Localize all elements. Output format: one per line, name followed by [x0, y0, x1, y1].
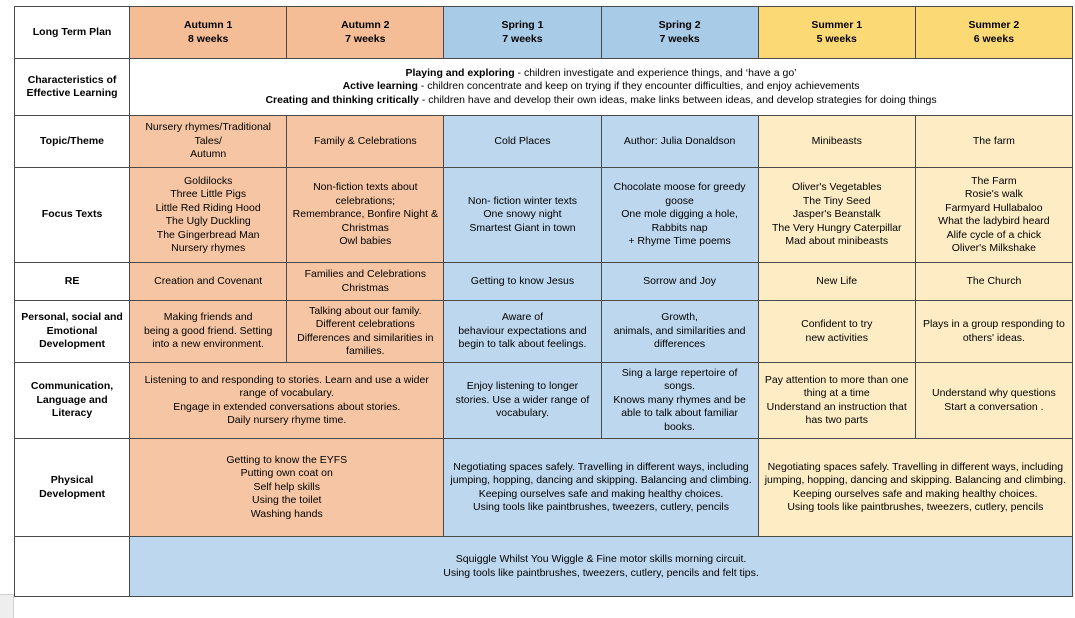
term-header-autumn-2: Autumn 2 7 weeks — [286, 6, 445, 59]
term-weeks: 8 weeks — [188, 32, 229, 45]
row-personal-social-emotional-development: Personal, social and Emotional Developme… — [13, 300, 1074, 363]
coel-line-2-rest: - children concentrate and keep on tryin… — [417, 80, 860, 93]
topic-spring-1: Cold Places — [443, 115, 602, 168]
row-topic-theme: Topic/Theme Nursery rhymes/Traditional T… — [13, 115, 1074, 168]
term-weeks: 5 weeks — [816, 32, 857, 45]
term-weeks: 7 weeks — [345, 32, 386, 45]
row-label-cll: Communication, Language and Literacy — [13, 362, 131, 439]
term-header-summer-2: Summer 2 6 weeks — [914, 6, 1074, 59]
coel-line-3-bold: Creating and thinking critically — [265, 93, 419, 106]
row-label-physical-development: Physical Development — [13, 438, 131, 537]
topic-autumn-2: Family & Celebrations — [286, 115, 445, 168]
psed-spring-2: Growth,animals, and similarities and dif… — [600, 300, 759, 363]
topic-autumn-1: Nursery rhymes/Traditional Tales/Autumn — [129, 115, 288, 168]
term-name: Spring 2 — [658, 19, 701, 31]
row-communication-language-literacy: Communication, Language and Literacy Lis… — [13, 362, 1074, 439]
cll-spring-1: Enjoy listening to longer stories. Use a… — [443, 362, 602, 439]
cll-spring-2: Sing a large repertoire of songs.Knows m… — [600, 362, 759, 439]
term-name: Spring 1 — [501, 19, 544, 31]
focus-texts-autumn-2: Non-fiction texts about celebrations;Rem… — [286, 167, 445, 263]
row-fine-motor: Squiggle Whilst You Wiggle & Fine motor … — [13, 536, 1073, 597]
row-label-psed: Personal, social and Emotional Developme… — [13, 300, 131, 363]
re-spring-1: Getting to know Jesus — [443, 262, 602, 301]
re-autumn-2: Families and Celebrations Christmas — [286, 262, 445, 301]
term-name: Summer 2 — [968, 19, 1020, 31]
scroll-corner[interactable] — [0, 594, 14, 618]
row-physical-development: Physical Development Getting to know the… — [13, 438, 1074, 537]
term-header-spring-2: Spring 2 7 weeks — [600, 6, 759, 59]
term-name: Autumn 2 — [341, 19, 390, 31]
coel-content: Playing and exploring - children investi… — [129, 58, 1073, 116]
coel-line-3: Creating and thinking critically - child… — [134, 94, 1068, 108]
psed-summer-2: Plays in a group responding to others' i… — [914, 300, 1074, 363]
cll-summer-1: Pay attention to more than one thing at … — [757, 362, 916, 439]
coel-line-2-bold: Active learning — [342, 80, 418, 93]
term-name: Summer 1 — [811, 19, 863, 31]
row-label-coel: Characteristics of Effective Learning — [13, 58, 131, 116]
term-header-summer-1: Summer 1 5 weeks — [757, 6, 916, 59]
re-summer-2: The Church — [914, 262, 1074, 301]
row-re: RE Creation and Covenant Families and Ce… — [13, 262, 1074, 301]
row-label-topic-theme: Topic/Theme — [13, 115, 131, 168]
fine-motor-content: Squiggle Whilst You Wiggle & Fine motor … — [129, 536, 1073, 597]
re-summer-1: New Life — [757, 262, 916, 301]
long-term-plan-table: Long Term Plan Autumn 1 8 weeks Autumn 2… — [13, 6, 1074, 597]
topic-summer-2: The farm — [914, 115, 1074, 168]
term-header-autumn-1: Autumn 1 8 weeks — [129, 6, 288, 59]
row-label-fine-motor — [13, 536, 131, 597]
row-label-re: RE — [13, 262, 131, 301]
psed-autumn-2: Talking about our family.Different celeb… — [286, 300, 445, 363]
term-weeks: 6 weeks — [973, 32, 1015, 45]
pd-summer: Negotiating spaces safely. Travelling in… — [757, 438, 1074, 537]
term-weeks: 7 weeks — [659, 32, 700, 45]
fine-motor-line-1: Squiggle Whilst You Wiggle & Fine motor … — [455, 553, 747, 565]
pd-spring: Negotiating spaces safely. Travelling in… — [443, 438, 759, 537]
coel-line-2: Active learning - children concentrate a… — [134, 80, 1068, 94]
term-header-spring-1: Spring 1 7 weeks — [443, 6, 602, 59]
table-header-row: Long Term Plan Autumn 1 8 weeks Autumn 2… — [13, 6, 1074, 59]
term-name: Autumn 1 — [183, 19, 233, 31]
coel-line-1-bold: Playing and exploring — [405, 66, 515, 79]
coel-line-1: Playing and exploring - children investi… — [134, 67, 1068, 81]
topic-spring-2: Author: Julia Donaldson — [600, 115, 759, 168]
re-spring-2: Sorrow and Joy — [600, 262, 759, 301]
coel-line-1-rest: - children investigate and experience th… — [514, 66, 797, 79]
row-characteristics-of-effective-learning: Characteristics of Effective Learning Pl… — [13, 58, 1073, 116]
corner-label: Long Term Plan — [13, 6, 131, 59]
row-label-focus-texts: Focus Texts — [13, 167, 131, 263]
cll-autumn: Listening to and responding to stories. … — [129, 362, 445, 439]
fine-motor-line-2: Using tools like paintbrushes, tweezers,… — [443, 566, 759, 579]
re-autumn-1: Creation and Covenant — [129, 262, 288, 301]
coel-line-3-rest: - children have and develop their own id… — [418, 93, 937, 106]
topic-summer-1: Minibeasts — [757, 115, 916, 168]
term-weeks: 7 weeks — [502, 32, 543, 45]
